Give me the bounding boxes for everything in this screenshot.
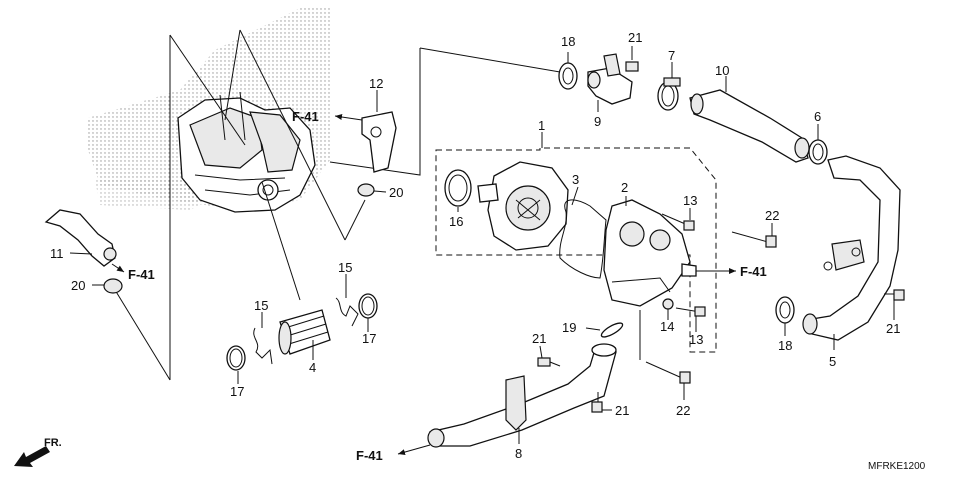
part-8-pipe-lower bbox=[427, 343, 617, 448]
callout-8: 8 bbox=[515, 446, 522, 461]
callout-15b: 15 bbox=[338, 260, 352, 275]
callout-18a: 18 bbox=[561, 34, 575, 49]
part-10-hose bbox=[689, 76, 810, 163]
part-17-oring-right bbox=[358, 293, 378, 332]
part-2-pump-cover bbox=[603, 196, 697, 307]
part-6-clamp bbox=[808, 124, 828, 165]
part-16-oring bbox=[444, 169, 472, 212]
callout-13b: 13 bbox=[689, 332, 703, 347]
callout-labels: 1 2 3 4 5 6 7 8 9 10 11 12 13 13 14 15 1… bbox=[50, 30, 900, 461]
front-direction-arrow-icon bbox=[14, 446, 50, 467]
callout-20b: 20 bbox=[71, 278, 85, 293]
part-19-oring bbox=[585, 310, 641, 360]
callout-2: 2 bbox=[621, 180, 628, 195]
callout-21d: 21 bbox=[886, 321, 900, 336]
part-18-seal-right bbox=[775, 296, 795, 336]
water-pump-body bbox=[477, 161, 569, 251]
callout-20a: 20 bbox=[389, 185, 403, 200]
callout-9: 9 bbox=[594, 114, 601, 129]
callout-21c: 21 bbox=[615, 403, 629, 418]
part-9-outlet-fitting bbox=[587, 53, 633, 112]
part-22-bolt-bottom bbox=[645, 361, 691, 400]
part-18-seal-top bbox=[558, 52, 578, 90]
reference-f41-top: F-41 bbox=[292, 109, 319, 124]
callout-1: 1 bbox=[538, 118, 545, 133]
part-3-gasket bbox=[559, 186, 607, 279]
part-20-grommet-top bbox=[357, 183, 387, 197]
reference-labels: F-41 F-41 F-41 F-41 bbox=[128, 109, 767, 463]
part-13-bolt-bottom bbox=[675, 306, 706, 332]
callout-15a: 15 bbox=[254, 298, 268, 313]
callout-21b: 21 bbox=[532, 331, 546, 346]
callout-21a: 21 bbox=[628, 30, 642, 45]
callout-19: 19 bbox=[562, 320, 576, 335]
part-5-pipe-right bbox=[802, 155, 901, 350]
part-7-hose-clamp bbox=[657, 62, 681, 111]
callout-6: 6 bbox=[814, 109, 821, 124]
part-21-bolt-top bbox=[625, 46, 639, 72]
part-13-bolt-top bbox=[661, 208, 695, 231]
callout-17b: 17 bbox=[362, 331, 376, 346]
part-12-elbow-pipe bbox=[361, 90, 397, 173]
reference-arrow-icon bbox=[111, 114, 736, 455]
reference-f41-bottom: F-41 bbox=[356, 448, 383, 463]
callout-22a: 22 bbox=[765, 208, 779, 223]
callout-18b: 18 bbox=[778, 338, 792, 353]
callout-17a: 17 bbox=[230, 384, 244, 399]
callout-3: 3 bbox=[572, 172, 579, 187]
callout-4: 4 bbox=[309, 360, 316, 375]
engine-block-illustration bbox=[177, 91, 316, 213]
reference-f41-right: F-41 bbox=[740, 264, 767, 279]
callout-11: 11 bbox=[50, 246, 64, 261]
reference-f41-left: F-41 bbox=[128, 267, 155, 282]
part-11-pipe-left bbox=[44, 209, 117, 267]
part-21-bolt-lower-left bbox=[537, 345, 561, 367]
pump-assembly-box bbox=[435, 132, 717, 353]
callout-22b: 22 bbox=[676, 403, 690, 418]
callout-10: 10 bbox=[715, 63, 729, 78]
part-4-hose bbox=[278, 309, 331, 360]
part-14-washer bbox=[662, 298, 674, 320]
guide-lines bbox=[111, 29, 561, 381]
part-17-oring-left bbox=[226, 345, 246, 384]
part-21-bolt-lower-right bbox=[591, 392, 612, 413]
callout-13a: 13 bbox=[683, 193, 697, 208]
part-21-bolt-right bbox=[884, 289, 905, 320]
callout-12: 12 bbox=[369, 76, 383, 91]
front-indicator-label: FR. bbox=[44, 437, 62, 449]
callout-14: 14 bbox=[660, 319, 674, 334]
part-15-clip-right bbox=[335, 274, 359, 327]
part-15-clip-left bbox=[253, 312, 273, 365]
part-20-grommet-left bbox=[92, 278, 123, 294]
callout-7: 7 bbox=[668, 48, 675, 63]
diagram-code: MFRKE1200 bbox=[868, 461, 926, 472]
callout-5: 5 bbox=[829, 354, 836, 369]
part-22-bolt-top bbox=[731, 223, 777, 248]
callout-16: 16 bbox=[449, 214, 463, 229]
